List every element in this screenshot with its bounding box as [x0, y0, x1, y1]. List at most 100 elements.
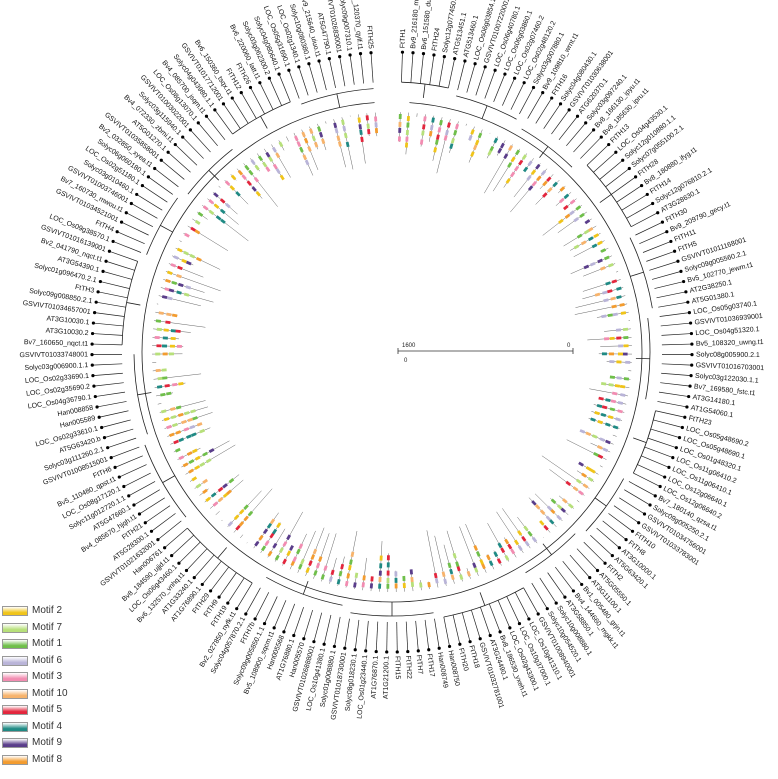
leaf-label: GSVIVT01036939001 [694, 313, 763, 327]
legend-item: Motif 10 [0, 686, 96, 703]
motif-block [282, 559, 287, 565]
motif-block [619, 303, 624, 307]
leaf-node [643, 512, 646, 515]
motif-block [272, 147, 277, 153]
motif-block [504, 539, 509, 545]
leaf-node [369, 51, 372, 54]
motif-block [192, 449, 198, 454]
leaf-branch [340, 57, 345, 87]
leaf-node [205, 115, 208, 118]
legend-item: Motif 4 [0, 719, 96, 736]
leaf-branch [631, 213, 658, 227]
motif-block [178, 455, 184, 460]
leaf-node [226, 601, 229, 604]
leaf-label: AT5G01380.1 [691, 291, 735, 305]
leaf-label: Solyc08g005900.2.1 [696, 351, 760, 359]
leaf-branch [654, 282, 683, 289]
motif-block [166, 425, 172, 429]
leaf-branch [524, 588, 539, 614]
leaf-branch [265, 596, 278, 623]
motif-block [379, 563, 382, 568]
leaf-node [458, 643, 461, 646]
leaf-branch [371, 53, 373, 83]
leaf-node [682, 280, 685, 283]
motif-block [518, 160, 523, 166]
leaf-node [473, 62, 476, 65]
motif-block [576, 479, 582, 484]
motif-block [607, 313, 612, 317]
leaf-node [222, 102, 225, 105]
leaf-node [160, 159, 163, 162]
motif-block [473, 144, 477, 150]
motif-block [209, 448, 215, 453]
leaf-node [546, 607, 549, 610]
motif-block [358, 124, 361, 129]
motif-block [335, 128, 339, 134]
motif-block [618, 401, 623, 405]
motif-block [588, 236, 594, 241]
motif-block [593, 233, 599, 238]
motif-block [170, 345, 175, 348]
leaf-node [201, 583, 204, 586]
motif-block [451, 574, 455, 580]
motif-block [455, 561, 459, 567]
motif-block [276, 522, 281, 528]
motif-block [178, 382, 183, 386]
motif-block [165, 384, 170, 388]
legend-item: Motif 3 [0, 669, 96, 686]
leaf-branch [314, 613, 322, 642]
leaf-branch [100, 282, 129, 289]
motif-block [378, 584, 381, 589]
leaf-node [354, 648, 357, 651]
motif-block [299, 543, 304, 549]
motif-block [181, 259, 187, 264]
leaf-branch [662, 344, 692, 345]
leaf-branch [387, 622, 388, 652]
motif-block [617, 376, 622, 379]
leaf-branch [186, 549, 207, 571]
motif-block [197, 422, 203, 426]
leaf-node [217, 596, 220, 599]
leaf-node [568, 108, 571, 111]
motif-block [594, 411, 600, 415]
motif-track-line [219, 186, 221, 188]
leaf-branch [250, 87, 264, 113]
motif-block [609, 352, 614, 355]
motif-block [597, 420, 603, 424]
leaf-node [92, 385, 95, 388]
motif-block [581, 240, 587, 245]
motif-block [478, 133, 482, 139]
leaf-node [174, 143, 177, 146]
motif-block [459, 574, 463, 580]
leaf-node [249, 86, 252, 89]
leaf-branch [284, 604, 295, 632]
leaf-branch [622, 194, 648, 210]
leaf-label: FtTH20 [457, 647, 469, 671]
motif-block [497, 148, 502, 154]
leaf-node [463, 59, 466, 62]
motif-block [600, 248, 606, 253]
leaf-node [432, 53, 435, 56]
leaf-node [135, 193, 138, 196]
legend-label: Motif 10 [32, 687, 68, 701]
motif-block [605, 440, 611, 445]
motif-block [171, 337, 176, 340]
leaf-branch [241, 93, 256, 119]
motif-block [449, 143, 453, 149]
motif-block [445, 130, 449, 136]
leaf-node [576, 115, 579, 118]
leaf-branch [99, 411, 128, 418]
motif-block [394, 571, 397, 576]
leaf-branch [633, 473, 660, 486]
motif-track-line [222, 520, 223, 521]
leaf-node [213, 108, 216, 111]
leaf-node [537, 612, 540, 615]
leaf-node [555, 601, 558, 604]
leaf-node [651, 202, 654, 205]
motif-block [262, 162, 267, 168]
leaf-branch [131, 203, 157, 218]
leaf-node [268, 77, 271, 80]
motif-block [447, 122, 451, 128]
motif-track-line [346, 531, 357, 588]
